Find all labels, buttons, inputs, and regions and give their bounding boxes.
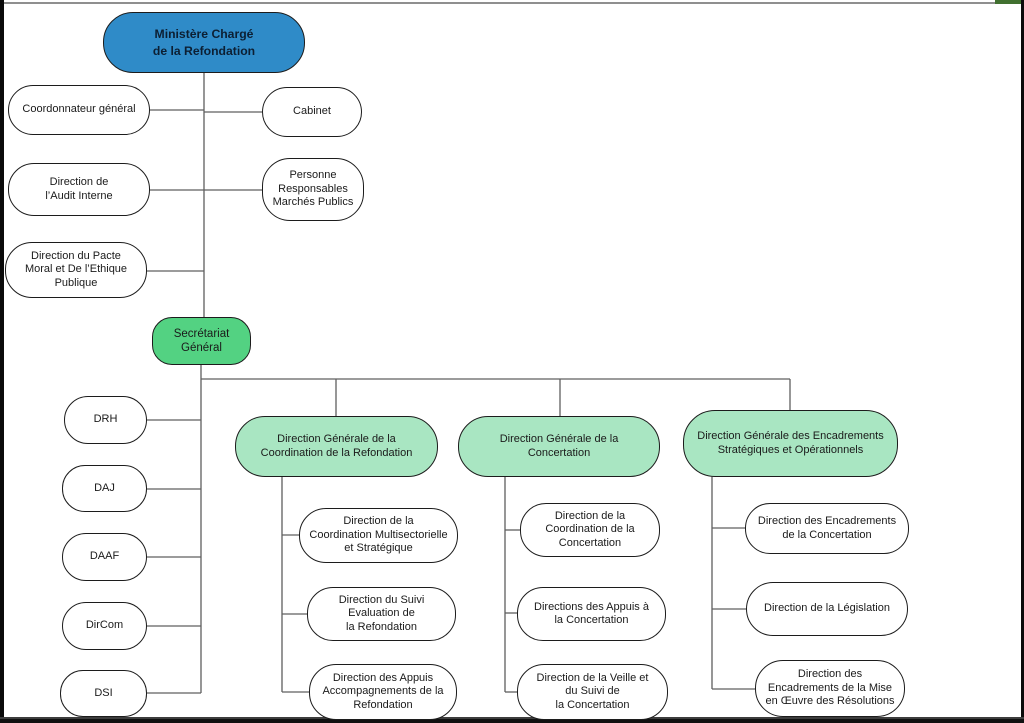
org-node-daaf: DAAF (62, 533, 147, 581)
org-node-dsi: DSI (60, 670, 147, 717)
org-node-cabinet: Cabinet (262, 87, 362, 137)
org-node-coordonnateur-general: Coordonnateur général (8, 85, 150, 135)
page-bottom-border (0, 719, 1024, 723)
screen-edge-artifact (995, 0, 1024, 4)
page-top-border (0, 2, 1024, 4)
page-right-border (1021, 0, 1024, 723)
org-node-mise-en-oeuvre-resolutions: Direction des Encadrements de la Mise en… (755, 660, 905, 717)
page-left-border (0, 0, 4, 723)
org-node-dg-coordination-refondation: Direction Générale de la Coordination de… (235, 416, 438, 477)
org-node-audit-interne: Direction de l’Audit Interne (8, 163, 150, 216)
org-node-encadrements-concertation: Direction des Encadrements de la Concert… (745, 503, 909, 554)
org-node-coordination-concertation: Direction de la Coordination de la Conce… (520, 503, 660, 557)
org-node-secretariat-general: Secrétariat Général (152, 317, 251, 365)
org-node-dg-concertation: Direction Générale de la Concertation (458, 416, 660, 477)
org-node-suivi-evaluation: Direction du Suivi Evaluation de la Refo… (307, 587, 456, 641)
org-node-daj: DAJ (62, 465, 147, 512)
org-node-legislation: Direction de la Législation (746, 582, 908, 636)
org-node-marches-publics: Personne Responsables Marchés Publics (262, 158, 364, 221)
org-node-pacte-moral: Direction du Pacte Moral et De l’Ethique… (5, 242, 147, 298)
org-node-dircom: DirCom (62, 602, 147, 650)
org-node-drh: DRH (64, 396, 147, 444)
page-bottom-rule (0, 717, 1024, 719)
org-node-dg-encadrements: Direction Générale des Encadrements Stra… (683, 410, 898, 477)
org-node-veille-suivi-concertation: Direction de la Veille et du Suivi de la… (517, 664, 668, 720)
org-node-ministere-refondation: Ministère Chargé de la Refondation (103, 12, 305, 73)
org-node-coordination-multisectorielle: Direction de la Coordination Multisector… (299, 508, 458, 563)
org-node-appuis-concertation: Directions des Appuis à la Concertation (517, 587, 666, 641)
org-node-appuis-accompagnements: Direction des Appuis Accompagnements de … (309, 664, 457, 720)
